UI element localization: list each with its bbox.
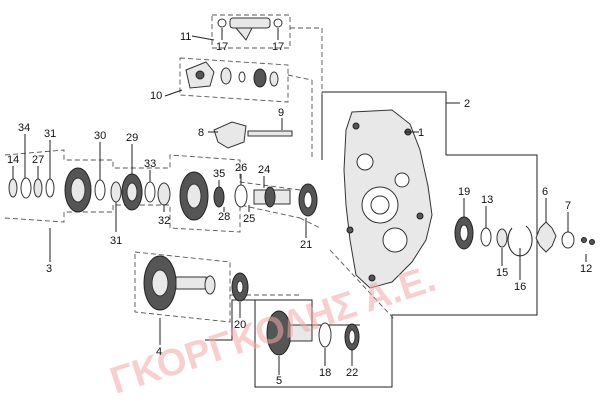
- callout-16: 16: [514, 281, 526, 293]
- callout-25: 25: [243, 213, 255, 225]
- callout-17-right: 17: [272, 41, 284, 53]
- shift-fork: [213, 121, 293, 149]
- callout-29: 29: [126, 132, 138, 144]
- callout-1: 1: [418, 127, 424, 139]
- callout-4: 4: [156, 346, 162, 358]
- callout-31-bottom: 31: [110, 235, 122, 247]
- callout-17-left: 17: [216, 41, 228, 53]
- callout-6: 6: [542, 186, 548, 198]
- callout-19: 19: [458, 186, 470, 198]
- callout-27: 27: [32, 154, 44, 166]
- callout-21: 21: [300, 239, 312, 251]
- callout-2: 2: [464, 98, 470, 110]
- callout-5: 5: [276, 375, 282, 387]
- callout-20: 20: [234, 319, 246, 331]
- callout-32: 32: [158, 215, 170, 227]
- callout-11: 11: [180, 31, 191, 43]
- callout-labels: 1 2 3 4 5 6 7 8 9 10 11 12 13 14 15 16 1…: [7, 31, 592, 387]
- callout-14: 14: [7, 154, 19, 166]
- leader-lines: [12, 28, 587, 375]
- crankcase-cover: [343, 109, 433, 289]
- callout-3: 3: [46, 263, 52, 275]
- callout-22: 22: [346, 367, 358, 379]
- callout-34: 34: [18, 122, 30, 134]
- gear-4: [143, 255, 249, 311]
- shift-mechanism: [185, 17, 283, 89]
- callout-28: 28: [218, 211, 230, 223]
- callout-15: 15: [496, 267, 508, 279]
- callout-18: 18: [319, 367, 331, 379]
- callout-31-top: 31: [44, 128, 56, 140]
- callout-24: 24: [258, 164, 270, 176]
- callout-7: 7: [565, 200, 571, 212]
- callout-35: 35: [213, 168, 225, 180]
- callout-10: 10: [150, 90, 162, 102]
- callout-13: 13: [481, 194, 493, 206]
- callout-9: 9: [278, 107, 284, 119]
- callout-30: 30: [94, 130, 106, 142]
- shaft-group-3: [8, 167, 318, 221]
- callout-12: 12: [580, 263, 592, 275]
- callout-26: 26: [235, 162, 247, 174]
- assembly-outlines: [4, 14, 538, 388]
- shaft-5: [266, 310, 360, 356]
- right-side-parts: [454, 216, 595, 257]
- callout-8: 8: [198, 127, 204, 139]
- callout-33: 33: [144, 158, 156, 170]
